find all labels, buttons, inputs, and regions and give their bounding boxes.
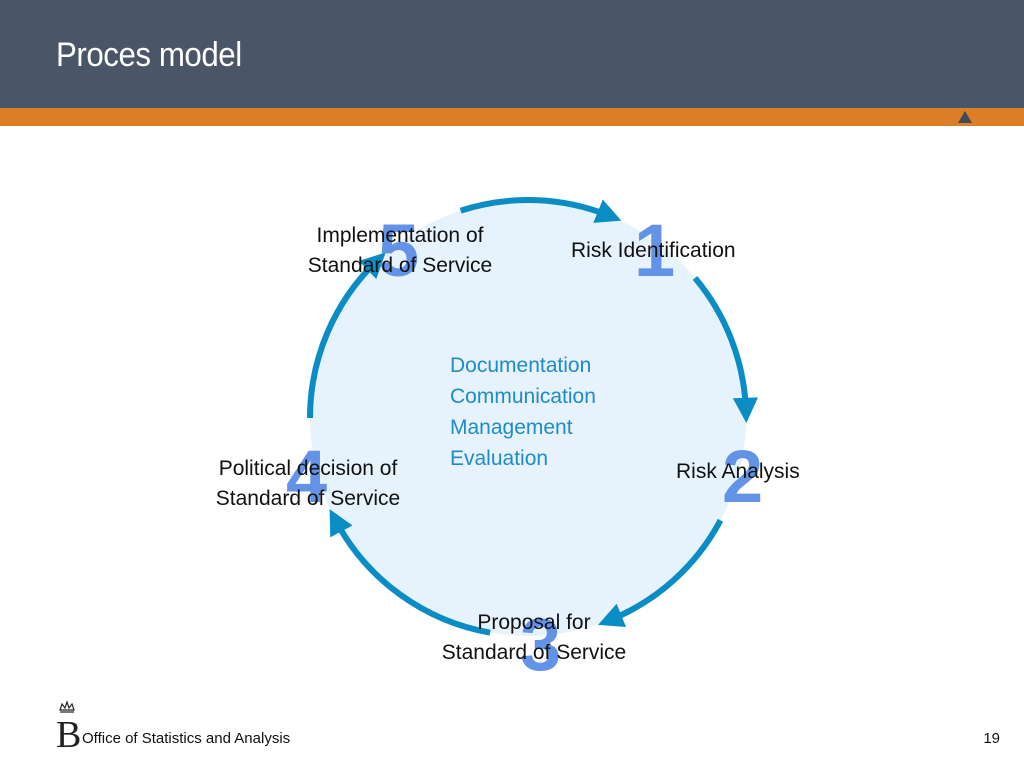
- step-label-1: Risk Identification: [571, 239, 736, 262]
- cycle-arrows: [307, 197, 759, 636]
- step-number-2: 2: [722, 435, 764, 518]
- center-activities: Documentation Communication Management E…: [450, 350, 596, 474]
- center-item-management: Management: [450, 416, 573, 439]
- arrow-2-to-3: [598, 518, 724, 628]
- arrow-5-to-1: [459, 197, 622, 223]
- slide-title: Proces model: [56, 36, 242, 74]
- step-label-2: Risk Analysis: [676, 460, 800, 483]
- cycle-background-circle: [310, 200, 746, 636]
- crown-logo-icon: B: [56, 700, 80, 750]
- slide-header: Proces model: [0, 0, 1024, 108]
- accent-bar: [0, 108, 1024, 126]
- center-item-documentation: Documentation: [450, 354, 592, 377]
- triangle-up-icon: [958, 111, 972, 123]
- page-number: 19: [983, 730, 1000, 747]
- step-label-5: Implementation of Standard of Service: [307, 224, 493, 277]
- step-number-4: 4: [286, 435, 328, 518]
- center-item-evaluation: Evaluation: [450, 447, 549, 470]
- step-number-5: 5: [378, 209, 420, 292]
- arrow-1-to-2: [692, 275, 759, 423]
- step-label-3: Proposal for Standard of Service: [441, 611, 627, 664]
- arrow-4-to-5: [307, 252, 386, 419]
- step-number-1: 1: [634, 209, 676, 292]
- arrow-3-to-4: [329, 509, 491, 636]
- step-number-3: 3: [520, 603, 562, 686]
- footer-organization: Office of Statistics and Analysis: [82, 730, 291, 747]
- step-label-4: Political decision of Standard of Servic…: [215, 457, 401, 510]
- svg-text:B: B: [56, 714, 80, 750]
- center-item-communication: Communication: [450, 385, 596, 408]
